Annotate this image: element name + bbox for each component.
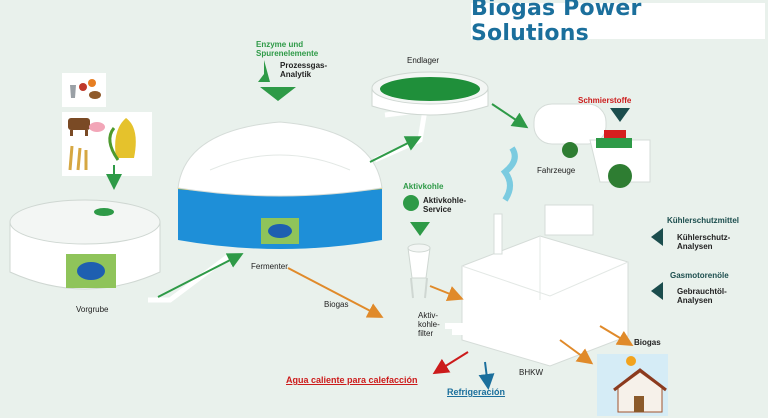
biogas-right-label: Biogas bbox=[634, 338, 661, 347]
cooling-label: Refrigeración bbox=[447, 387, 506, 397]
gebrauchtoel-line-1: Gebrauchtöl- bbox=[677, 287, 727, 296]
flask-icon bbox=[258, 60, 270, 82]
feedstock-livestock-icon bbox=[62, 112, 152, 176]
kuehlerschutz-line-2: Analysen bbox=[677, 242, 713, 252]
arrow-cooling bbox=[478, 361, 495, 390]
prozessgas-line-1: Prozessgas- bbox=[280, 61, 328, 70]
gasmotor-title: Gasmotorenöle bbox=[670, 271, 729, 280]
gebrauchtoel-line-2: Analysen bbox=[677, 296, 713, 306]
brand-title: Biogas Power Solutions bbox=[471, 0, 642, 46]
aktivkohle-service-line-1: Aktivkohle- bbox=[423, 196, 467, 205]
enzyme-label: Enzyme und Spurenelemente bbox=[256, 40, 318, 58]
fermenter-tank bbox=[177, 121, 383, 249]
filter-line-3: filter bbox=[418, 329, 434, 339]
endlager-label: Endlager bbox=[407, 56, 440, 65]
kuehlerschutz-title: Kühlerschutzmittel bbox=[667, 216, 740, 225]
fermenter-label: Fermenter bbox=[251, 262, 288, 271]
arrow-to-vehicles bbox=[491, 103, 529, 129]
arrow-to-fermenter bbox=[157, 253, 244, 298]
filter-line-2: kohle- bbox=[418, 320, 440, 330]
filter-line-1: Aktiv- bbox=[418, 311, 438, 320]
bhkw-label: BHKW bbox=[519, 368, 543, 377]
schmierstoffe-label: Schmierstoffe bbox=[578, 96, 632, 105]
arrow-to-endlager bbox=[369, 136, 422, 163]
brand-banner: Biogas Power Solutions bbox=[471, 0, 765, 46]
arrow-biogas-mid bbox=[287, 267, 384, 318]
enzyme-line-1: Enzyme und bbox=[256, 40, 304, 49]
recycle-icon bbox=[403, 195, 419, 211]
vorgrube-tank bbox=[9, 199, 161, 290]
arrow-filter-bhkw bbox=[429, 285, 464, 301]
aktivkohle-service-label: Aktivkohle- Service bbox=[423, 196, 466, 214]
kuehlerschutz-line-1: Kühlerschutz- bbox=[677, 233, 731, 242]
schmierstoffe-down-arrow bbox=[610, 108, 630, 122]
heating-label: Agua caliente para calefacción bbox=[286, 375, 418, 385]
filter-label: Aktiv- kohle- filter bbox=[418, 311, 440, 339]
prozessgas-label: Prozessgas- Analytik bbox=[280, 61, 327, 79]
arrow-to-house bbox=[559, 339, 594, 365]
house-icon bbox=[597, 354, 668, 416]
kuehlerschutz-left-arrow bbox=[651, 228, 663, 246]
gebrauchtoel-analysen: Gebrauchtöl- Analysen bbox=[677, 287, 727, 305]
gasmotor-left-arrow bbox=[651, 282, 663, 300]
arrow-biogas-right bbox=[599, 325, 634, 347]
endlager-tank bbox=[371, 71, 489, 116]
aktivkohle-service-line-2: Service bbox=[423, 205, 452, 215]
enzyme-line-2: Spurenelemente bbox=[256, 49, 319, 59]
vorgrube-label: Vorgrube bbox=[76, 305, 109, 314]
kuehlerschutz-analysen: Kühlerschutz- Analysen bbox=[677, 233, 730, 251]
fahrzeuge-label: Fahrzeuge bbox=[537, 166, 576, 175]
tanker-truck bbox=[533, 103, 651, 188]
prozessgas-line-2: Analytik bbox=[280, 70, 312, 80]
feedstock-waste-icon bbox=[62, 73, 106, 107]
aktivkohle-label: Aktivkohle bbox=[403, 182, 444, 191]
aktivkohle-down-arrow bbox=[410, 222, 430, 236]
bhkw-unit bbox=[445, 146, 629, 367]
pipe-fermenter-endlager bbox=[373, 107, 429, 163]
biogas-mid-label: Biogas bbox=[324, 300, 349, 309]
aktivkohle-filter bbox=[407, 243, 431, 299]
prozessgas-down-arrow bbox=[260, 87, 296, 101]
arrow-heating bbox=[432, 351, 469, 375]
